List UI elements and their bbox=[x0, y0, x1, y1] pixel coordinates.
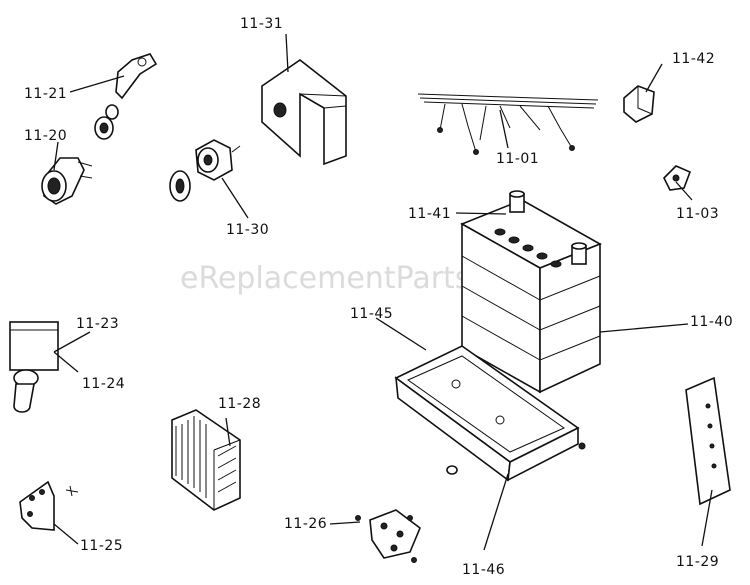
label-11-23[interactable]: 11-23 bbox=[76, 316, 119, 332]
part-11-31-bracket[interactable] bbox=[261, 59, 347, 166]
part-11-29-panel[interactable] bbox=[685, 376, 731, 506]
label-11-42[interactable]: 11-42 bbox=[672, 51, 715, 67]
part-11-40-battery[interactable] bbox=[460, 190, 602, 394]
part-11-03-clip[interactable] bbox=[663, 165, 692, 191]
part-11-28-regulator[interactable] bbox=[171, 409, 241, 511]
label-11-29[interactable]: 11-29 bbox=[676, 554, 719, 570]
label-11-28[interactable]: 11-28 bbox=[218, 396, 261, 412]
label-11-41[interactable]: 11-41 bbox=[408, 206, 451, 222]
label-11-40[interactable]: 11-40 bbox=[690, 314, 733, 330]
part-11-42-connector[interactable] bbox=[623, 85, 655, 123]
part-11-23-toggle-switch[interactable] bbox=[9, 321, 59, 371]
part-11-24-toggle-lever[interactable] bbox=[13, 369, 39, 413]
part-labels: 11-21 11-20 11-31 11-30 11-01 11-42 11-0… bbox=[24, 16, 733, 578]
label-11-26[interactable]: 11-26 bbox=[284, 516, 327, 532]
leader-lines bbox=[53, 33, 713, 551]
part-11-25-bracket[interactable] bbox=[19, 480, 79, 531]
label-11-24[interactable]: 11-24 bbox=[82, 376, 125, 392]
label-11-20[interactable]: 11-20 bbox=[24, 128, 67, 144]
part-11-41-caps[interactable] bbox=[494, 228, 562, 268]
label-11-21[interactable]: 11-21 bbox=[24, 86, 67, 102]
part-11-21-key[interactable] bbox=[115, 53, 158, 100]
part-11-26-hardware[interactable] bbox=[355, 509, 421, 563]
label-11-25[interactable]: 11-25 bbox=[80, 538, 123, 554]
part-11-21-nut[interactable] bbox=[94, 104, 119, 140]
label-11-31[interactable]: 11-31 bbox=[240, 16, 283, 32]
label-11-03[interactable]: 11-03 bbox=[676, 206, 719, 222]
label-11-46[interactable]: 11-46 bbox=[462, 562, 505, 578]
part-11-20-switch[interactable] bbox=[41, 157, 93, 205]
label-11-45[interactable]: 11-45 bbox=[350, 306, 393, 322]
label-11-30[interactable]: 11-30 bbox=[226, 222, 269, 238]
part-11-01-wiring-harness[interactable] bbox=[417, 93, 599, 155]
part-11-45-battery-tray[interactable] bbox=[394, 345, 586, 482]
part-11-30-lock[interactable] bbox=[169, 139, 241, 202]
label-11-01[interactable]: 11-01 bbox=[496, 151, 539, 167]
